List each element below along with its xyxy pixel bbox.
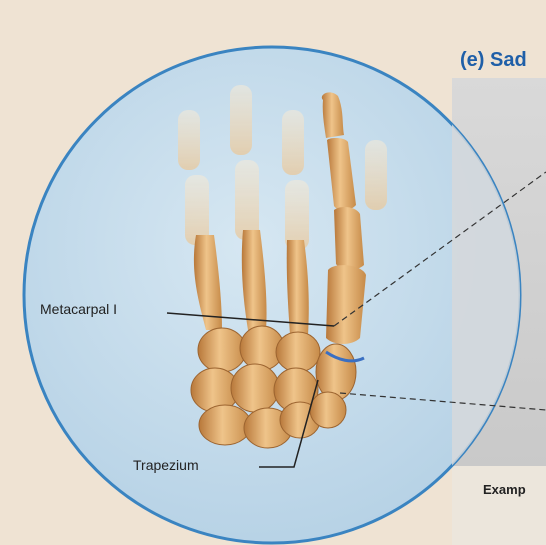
label-trapezium: Trapezium — [133, 457, 199, 473]
label-metacarpal: Metacarpal I — [40, 301, 117, 317]
panel-title: (e) Sad — [460, 44, 546, 76]
magnified-view-circle — [24, 47, 520, 543]
example-label: Examp — [483, 478, 546, 502]
